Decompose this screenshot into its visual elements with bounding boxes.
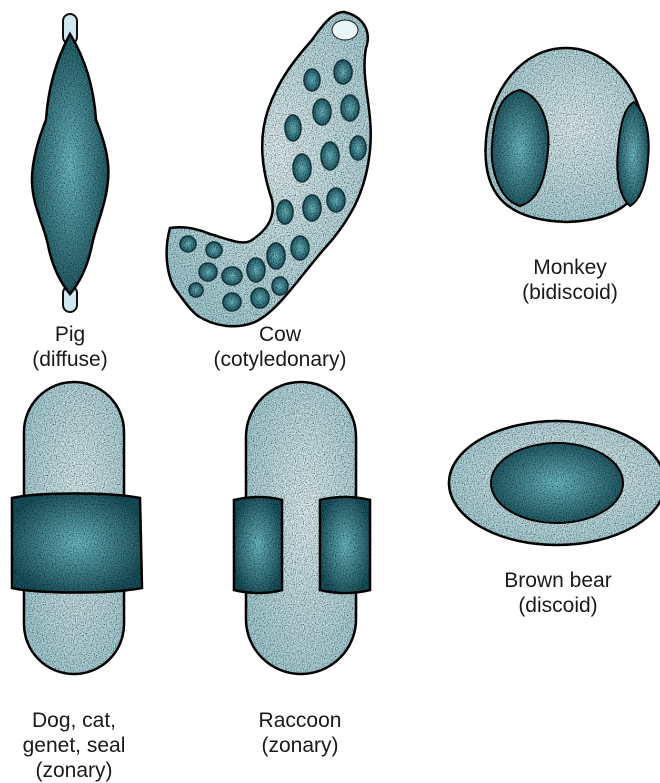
monkey-name: Monkey — [500, 255, 640, 280]
raccoon-name: Raccoon — [240, 708, 360, 733]
dog-placenta-drawing — [12, 382, 142, 674]
brown-bear-caption: Brown bear (discoid) — [488, 568, 628, 618]
monkey-caption: Monkey (bidiscoid) — [500, 255, 640, 305]
dog-type: (zonary) — [4, 758, 144, 783]
dog-name-line-2: genet, seal — [4, 733, 144, 758]
brown-bear-placenta-drawing — [449, 421, 660, 545]
raccoon-placenta-drawing — [234, 382, 370, 674]
cow-name: Cow — [190, 322, 370, 347]
cow-caption: Cow (cotyledonary) — [190, 322, 370, 372]
pig-placenta-drawing — [32, 14, 108, 312]
pig-type: (diffuse) — [15, 347, 125, 372]
raccoon-type: (zonary) — [240, 733, 360, 758]
raccoon-caption: Raccoon (zonary) — [240, 708, 360, 758]
cow-placenta-drawing — [167, 12, 371, 326]
dog-name-line-1: Dog, cat, — [4, 708, 144, 733]
brown-bear-name: Brown bear — [488, 568, 628, 593]
pig-caption: Pig (diffuse) — [15, 322, 125, 372]
cow-type: (cotyledonary) — [190, 347, 370, 372]
dog-caption: Dog, cat, genet, seal (zonary) — [4, 708, 144, 783]
pig-name: Pig — [15, 322, 125, 347]
brown-bear-type: (discoid) — [488, 593, 628, 618]
monkey-type: (bidiscoid) — [500, 280, 640, 305]
monkey-placenta-drawing — [486, 48, 649, 222]
